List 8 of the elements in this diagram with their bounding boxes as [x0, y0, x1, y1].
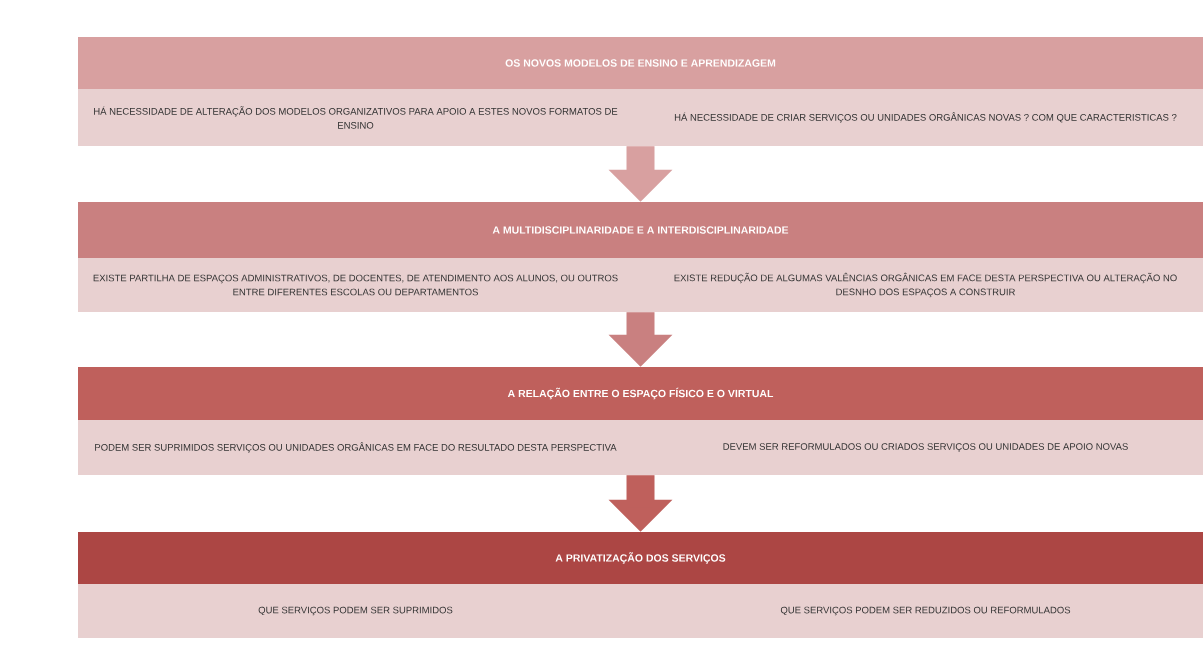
header-band: A RELAÇÃO ENTRE O ESPAÇO FÍSICO E O VIRTUAL	[78, 367, 1203, 420]
text-band: HÁ NECESSIDADE DE ALTERAÇÃO DOS MODELOS ORGANIZATIVOS PARA APOIO A ESTES NOVOS FORMATOS DE ENSINO HÁ NECESSIDADE DE CRIAR SERVIÇOS OU UNIDADES ORGÂNICAS NOVAS ? COM QUE CARACTERISTICAS ?	[78, 89, 1203, 146]
header-band: A PRIVATIZAÇÃO DOS SERVIÇOS	[78, 532, 1203, 584]
text-band: EXISTE PARTILHA DE ESPAÇOS ADMINISTRATIVOS, DE DOCENTES, DE ATENDIMENTO AOS ALUNOS, OU OUTROS ENTRE DIFERENTES ESCOLAS OU DEPARTAMENTOS EXISTE REDUÇÃO DE ALGUMAS VALÊNCIAS ORGÂNICAS EM FACE DESTA PERSPECTIVA OU ALTERAÇÃO NO DESNHO DOS ESPAÇOS A CONSTRUIR	[78, 258, 1203, 312]
text-band: QUE SERVIÇOS PODEM SER SUPRIMIDOS QUE SERVIÇOS PODEM SER REDUZIDOS OU REFORMULADOS	[78, 584, 1203, 638]
header-band: A MULTIDISCIPLINARIDADE E A INTERDISCIPLINARIDADE	[78, 202, 1203, 258]
header-band: OS NOVOS MODELOS DE ENSINO E APRENDIZAGEM	[78, 37, 1203, 89]
text-band: PODEM SER SUPRIMIDOS SERVIÇOS OU UNIDADES ORGÂNICAS EM FACE DO RESULTADO DESTA PERSPECTIVA DEVEM SER REFORMULADOS OU CRIADOS SERVIÇOS OU UNIDADES DE APOIO NOVAS	[78, 420, 1203, 475]
